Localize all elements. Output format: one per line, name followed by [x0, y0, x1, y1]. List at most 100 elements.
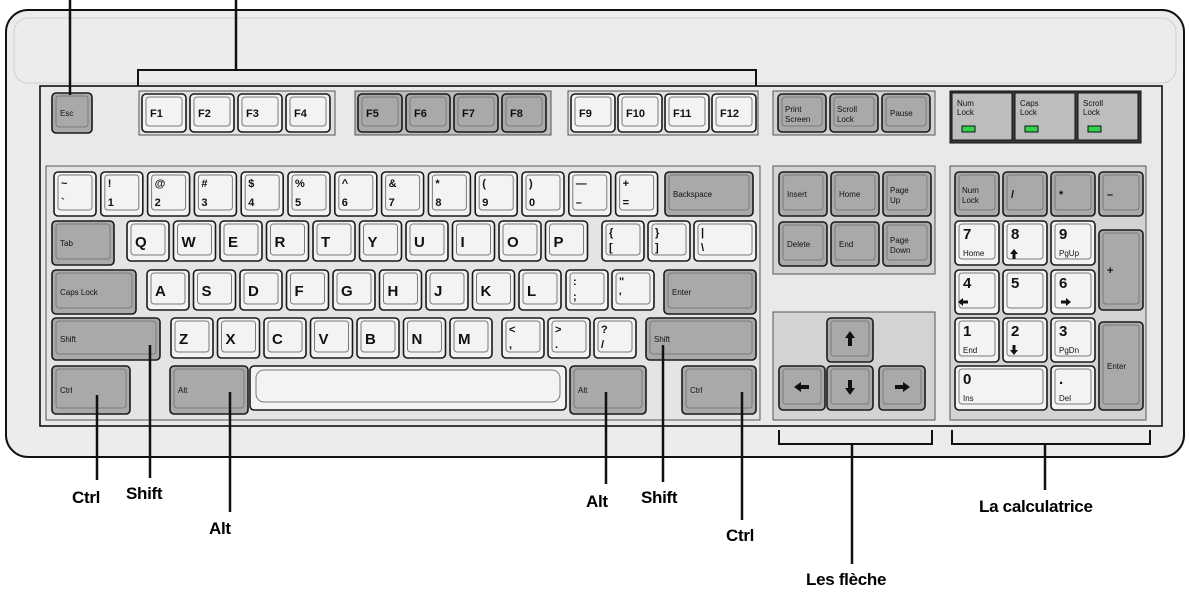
key-h[interactable]: H	[378, 269, 423, 311]
key-tilde[interactable]: ~`	[53, 171, 97, 217]
key-num-dot[interactable]: .Del	[1050, 365, 1096, 411]
key-arrow-down[interactable]	[826, 365, 874, 411]
key-d[interactable]: D	[239, 269, 283, 311]
key-num-2[interactable]: 2	[1002, 317, 1048, 363]
key-k1[interactable]: !1	[100, 171, 144, 217]
key-k8[interactable]: *8	[427, 171, 472, 217]
key-j[interactable]: J	[425, 269, 469, 311]
key-i[interactable]: I	[451, 220, 496, 262]
key-s[interactable]: S	[192, 269, 237, 311]
key-num-enter[interactable]: Enter	[1098, 321, 1144, 411]
key-num-mul[interactable]: *	[1050, 171, 1096, 217]
key-f9[interactable]: F9	[570, 93, 616, 133]
key-f4[interactable]: F4	[285, 93, 331, 133]
key-f[interactable]: F	[285, 269, 330, 311]
key-num-5[interactable]: 5	[1002, 269, 1048, 315]
key-pause[interactable]: Pause	[881, 93, 931, 133]
key-num-4[interactable]: 4	[954, 269, 1000, 315]
key-x[interactable]: X	[216, 317, 261, 359]
key-tab[interactable]: Tab	[51, 220, 115, 266]
key-f6[interactable]: F6	[405, 93, 451, 133]
key-backspace[interactable]: Backspace	[664, 171, 754, 217]
key-r[interactable]: R	[265, 220, 310, 262]
key-space[interactable]	[249, 365, 567, 411]
key-b[interactable]: B	[356, 317, 400, 359]
key-l[interactable]: L	[518, 269, 562, 311]
key-insert[interactable]: Insert	[778, 171, 828, 217]
key-a[interactable]: A	[146, 269, 190, 311]
key-g[interactable]: G	[332, 269, 376, 311]
key-num-sub[interactable]: –	[1098, 171, 1144, 217]
key-arrow-left[interactable]	[778, 365, 826, 411]
key-k4[interactable]: $4	[240, 171, 284, 217]
key-alt-l[interactable]: Alt	[169, 365, 249, 415]
key-k[interactable]: K	[471, 269, 516, 311]
key-quote[interactable]: "'	[611, 269, 655, 311]
key-e[interactable]: E	[219, 220, 263, 262]
key-caps[interactable]: Caps Lock	[51, 269, 137, 315]
key-num-6[interactable]: 6	[1050, 269, 1096, 315]
key-arrow-up[interactable]	[826, 317, 874, 363]
key-p[interactable]: P	[544, 220, 589, 262]
key-c[interactable]: C	[263, 317, 307, 359]
key-colon[interactable]: :;	[565, 269, 609, 311]
key-ctrl-r[interactable]: Ctrl	[681, 365, 757, 415]
key-k7[interactable]: &7	[380, 171, 425, 217]
key-enter[interactable]: Enter	[663, 269, 757, 315]
key-esc[interactable]: Esc	[51, 92, 93, 134]
key-f1[interactable]: F1	[141, 93, 187, 133]
key-t[interactable]: T	[312, 220, 356, 262]
key-o[interactable]: O	[498, 220, 542, 262]
key-m[interactable]: M	[449, 317, 493, 359]
key-w[interactable]: W	[172, 220, 217, 262]
key-equals[interactable]: +=	[614, 171, 659, 217]
key-arrow-right[interactable]	[878, 365, 926, 411]
key-f3[interactable]: F3	[237, 93, 283, 133]
key-period[interactable]: >.	[547, 317, 591, 359]
key-f2[interactable]: F2	[189, 93, 235, 133]
key-pipe[interactable]: |\	[693, 220, 757, 262]
key-shift-l[interactable]: Shift	[51, 317, 161, 361]
key-minus[interactable]: —–	[567, 171, 612, 217]
key-k5[interactable]: %5	[287, 171, 331, 217]
key-y[interactable]: Y	[358, 220, 403, 262]
key-f8[interactable]: F8	[501, 93, 547, 133]
key-alt-r[interactable]: Alt	[569, 365, 647, 415]
key-n[interactable]: N	[402, 317, 447, 359]
key-f10[interactable]: F10	[617, 93, 663, 133]
key-v[interactable]: V	[309, 317, 354, 359]
key-k6[interactable]: ^6	[333, 171, 378, 217]
key-slash[interactable]: ?/	[593, 317, 637, 359]
key-k2[interactable]: @2	[146, 171, 191, 217]
key-end[interactable]: End	[830, 221, 880, 267]
key-k9[interactable]: (9	[474, 171, 519, 217]
key-comma[interactable]: <,	[501, 317, 545, 359]
key-rbrace[interactable]: }]	[647, 220, 691, 262]
key-shift-r[interactable]: Shift	[645, 317, 757, 361]
key-num-add[interactable]: +	[1098, 229, 1144, 311]
key-f5[interactable]: F5	[357, 93, 403, 133]
key-u[interactable]: U	[405, 220, 449, 262]
key-delete[interactable]: Delete	[778, 221, 828, 267]
key-home[interactable]: Home	[830, 171, 880, 217]
key-ctrl-l[interactable]: Ctrl	[51, 365, 131, 415]
key-k0[interactable]: )0	[521, 171, 565, 217]
key-f11[interactable]: F11	[664, 93, 710, 133]
key-f7[interactable]: F7	[453, 93, 499, 133]
key-q[interactable]: Q	[126, 220, 170, 262]
key-z[interactable]: Z	[170, 317, 214, 359]
key-k3[interactable]: #3	[193, 171, 238, 217]
key-lbrace[interactable]: {[	[601, 220, 645, 262]
key-num-8[interactable]: 8	[1002, 220, 1048, 266]
key-num-div[interactable]: /	[1002, 171, 1048, 217]
